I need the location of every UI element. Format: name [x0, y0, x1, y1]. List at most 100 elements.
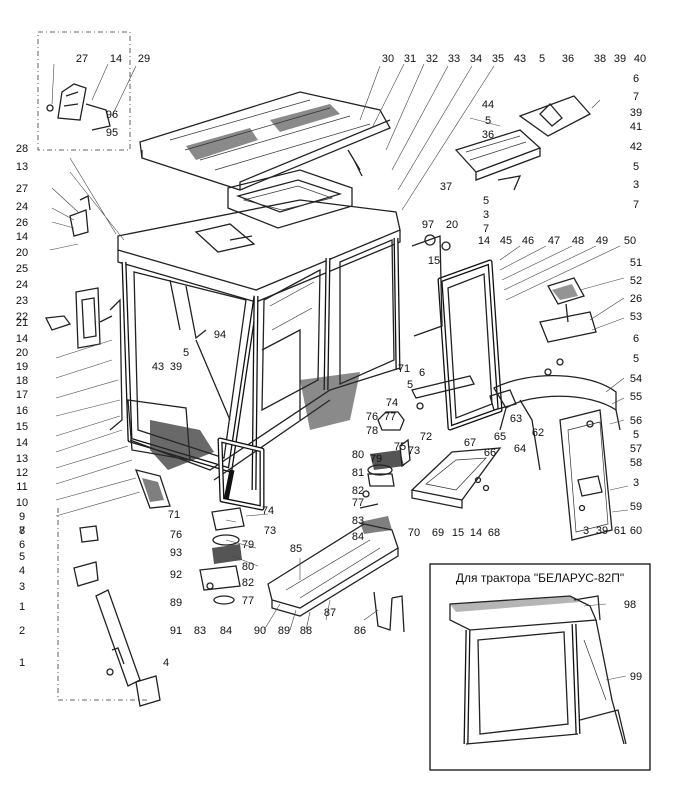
part-callout-96: 96 [106, 109, 118, 121]
part-callout-2: 2 [19, 625, 25, 637]
part-callout-51: 51 [630, 257, 642, 269]
part-callout-28: 28 [16, 143, 28, 155]
part-callout-14: 14 [16, 231, 28, 243]
part-callout-4: 4 [19, 565, 25, 577]
part-callout-69: 69 [432, 527, 444, 539]
part-callout-12: 12 [16, 467, 28, 479]
part-callout-66: 66 [484, 447, 496, 459]
part-callout-73: 73 [408, 445, 420, 457]
part-callout-89: 89 [278, 625, 290, 637]
part-callout-15: 15 [16, 421, 28, 433]
part-callout-74: 74 [262, 505, 274, 517]
part-callout-8: 8 [19, 525, 25, 537]
part-callout-13: 13 [16, 453, 28, 465]
part-callout-3: 3 [483, 209, 489, 221]
part-callout-61: 61 [614, 525, 626, 537]
part-callout-93: 93 [170, 547, 182, 559]
part-callout-97: 97 [422, 219, 434, 231]
part-callout-77: 77 [352, 497, 364, 509]
part-callout-81: 81 [352, 467, 364, 479]
part-callout-76: 76 [366, 411, 378, 423]
part-callout-16: 16 [16, 405, 28, 417]
inset-title: Для трактора "БЕЛАРУС-82П" [456, 571, 624, 585]
part-callout-22: 22 [16, 311, 28, 323]
part-callout-83: 83 [352, 515, 364, 527]
part-callout-14: 14 [470, 527, 482, 539]
part-callout-1: 1 [19, 657, 25, 669]
part-callout-9: 9 [19, 511, 25, 523]
part-callout-5: 5 [483, 195, 489, 207]
part-callout-26: 26 [630, 293, 642, 305]
part-callout-24: 24 [16, 201, 28, 213]
part-callout-76: 76 [170, 529, 182, 541]
part-callout-7: 7 [483, 223, 489, 235]
part-callout-5: 5 [633, 429, 639, 441]
part-callout-83: 83 [194, 625, 206, 637]
part-callout-82: 82 [242, 577, 254, 589]
part-callout-92: 92 [170, 569, 182, 581]
part-callout-14: 14 [478, 235, 490, 247]
part-callout-15: 15 [428, 255, 440, 267]
part-callout-14: 14 [16, 437, 28, 449]
part-callout-18: 18 [16, 375, 28, 387]
part-callout-87: 87 [324, 607, 336, 619]
part-callout-14: 14 [110, 53, 122, 65]
part-callout-27: 27 [76, 53, 88, 65]
part-callout-44: 44 [482, 99, 494, 111]
roof-panel [139, 91, 391, 191]
part-callout-50: 50 [624, 235, 636, 247]
part-callout-48: 48 [572, 235, 584, 247]
part-callout-39: 39 [614, 53, 626, 65]
part-callout-27: 27 [16, 183, 28, 195]
part-callout-35: 35 [492, 53, 504, 65]
part-callout-52: 52 [630, 275, 642, 287]
left-mirror-group [45, 187, 123, 431]
part-callout-5: 5 [633, 353, 639, 365]
part-callout-85: 85 [290, 543, 302, 555]
part-callout-30: 30 [382, 53, 394, 65]
part-callout-46: 46 [522, 235, 534, 247]
part-callout-39: 39 [170, 361, 182, 373]
part-callout-90: 90 [254, 625, 266, 637]
part-callout-3: 3 [633, 477, 639, 489]
part-callout-68: 68 [488, 527, 500, 539]
part-callout-77: 77 [242, 595, 254, 607]
part-callout-6: 6 [419, 367, 425, 379]
part-callout-25: 25 [16, 263, 28, 275]
part-callout-7: 7 [633, 199, 639, 211]
part-callout-13: 13 [16, 161, 28, 173]
part-callout-54: 54 [630, 373, 642, 385]
part-callout-63: 63 [510, 413, 522, 425]
floor-bracket [267, 516, 405, 633]
cab-frame [117, 199, 401, 511]
part-callout-23: 23 [16, 295, 28, 307]
part-callout-26: 26 [16, 217, 28, 229]
part-callout-11: 11 [16, 481, 27, 493]
part-callout-38: 38 [594, 53, 606, 65]
detail-group-top-left [37, 31, 137, 151]
part-callout-59: 59 [630, 501, 642, 513]
part-callout-82: 82 [352, 485, 364, 497]
part-callout-10: 10 [16, 497, 28, 509]
part-callout-7: 7 [633, 91, 639, 103]
part-callout-20: 20 [446, 219, 458, 231]
door-handle-group [411, 375, 517, 411]
part-callout-3: 3 [633, 179, 639, 191]
part-callout-19: 19 [16, 361, 28, 373]
part-callout-6: 6 [19, 539, 25, 551]
part-callout-49: 49 [596, 235, 608, 247]
part-callout-41: 41 [630, 121, 642, 133]
part-callout-42: 42 [630, 141, 642, 153]
part-callout-3: 3 [19, 581, 25, 593]
part-callout-91: 91 [170, 625, 182, 637]
part-callout-98: 98 [624, 599, 636, 611]
part-callout-88: 88 [300, 625, 312, 637]
part-callout-39: 39 [596, 525, 608, 537]
part-callout-43: 43 [514, 53, 526, 65]
part-callout-84: 84 [352, 531, 364, 543]
part-callout-36: 36 [562, 53, 574, 65]
part-callout-31: 31 [404, 53, 416, 65]
part-callout-99: 99 [630, 671, 642, 683]
part-callout-64: 64 [514, 443, 526, 455]
step-plate [410, 447, 502, 509]
